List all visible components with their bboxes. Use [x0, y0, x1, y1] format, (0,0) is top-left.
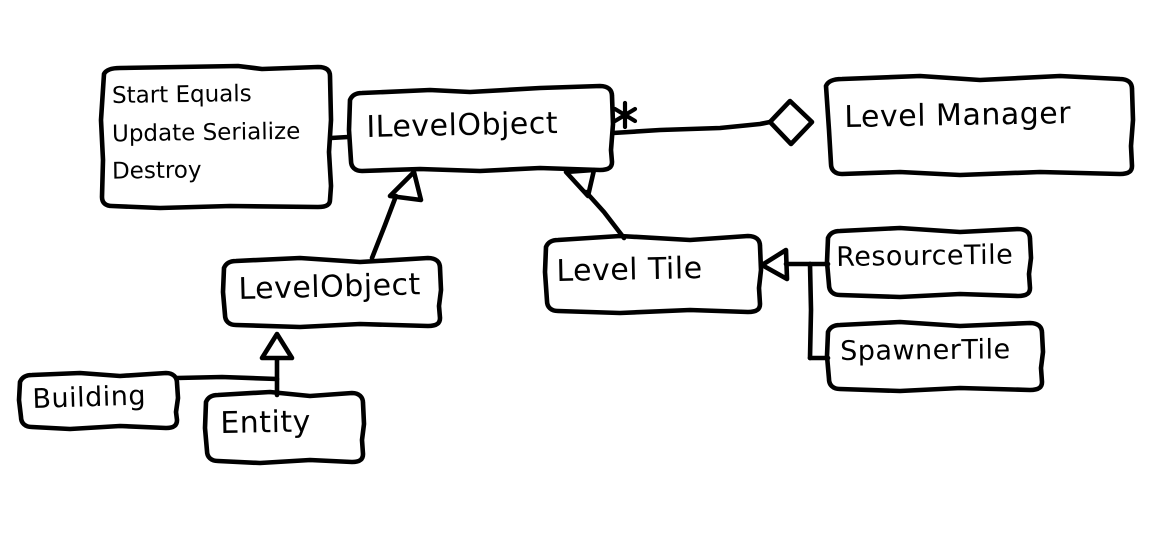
generalization-arrowhead-levelobject: [387, 169, 424, 203]
ilevelobject-box-outline: [346, 83, 616, 174]
entity-box-outline: [202, 389, 367, 466]
generalization-line-levelobject-ilevelobject: [369, 193, 399, 261]
spawnertile-box-outline: [824, 319, 1046, 394]
levelobject-box-outline: [220, 255, 444, 330]
multiplicity-star-mark: [612, 100, 638, 130]
note-box-outline: [98, 63, 334, 211]
aggregation-diamond: [767, 98, 815, 147]
generalization-arrowhead-tiles: [759, 247, 790, 282]
generalization-arrowhead-entity: [259, 331, 295, 361]
note-line-1: Start Equals: [111, 81, 252, 109]
generalization-arrowhead-leveltile: [563, 167, 597, 199]
resourcetile-box-outline: [824, 225, 1034, 300]
aggregation-line: [610, 119, 773, 136]
generalization-line-building-levelobject: [174, 374, 280, 382]
generalization-line-leveltile-ilevelobject: [583, 189, 627, 241]
building-box-outline: [16, 370, 181, 432]
note-link-line: [328, 134, 351, 141]
note-line-2: Update Serialize: [111, 118, 301, 148]
leveltile-box-outline: [542, 233, 764, 316]
levelmanager-box-outline: [823, 73, 1136, 178]
note-line-3: Destroy: [111, 157, 202, 185]
generalization-trunk-tiles: [807, 261, 814, 361]
